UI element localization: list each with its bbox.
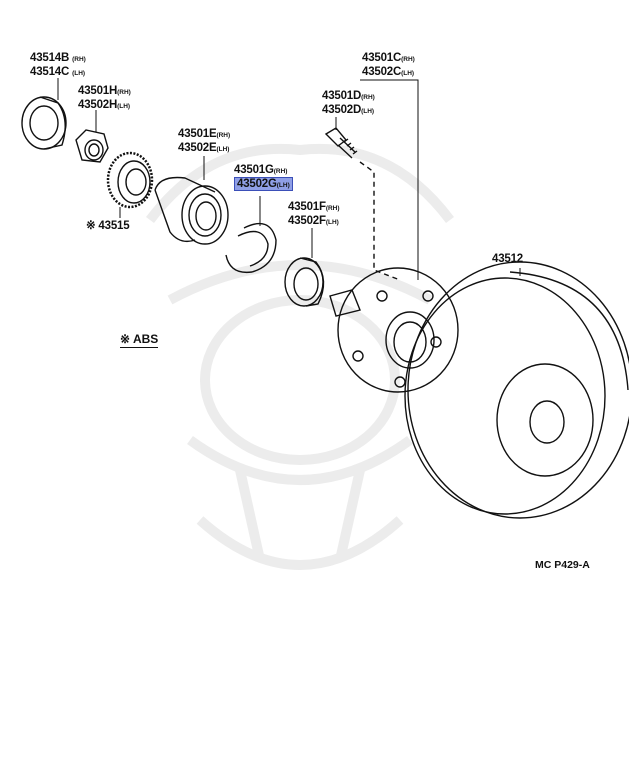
label-43501f: 43501F(RH) 43502F(LH) — [288, 201, 340, 227]
highlighted-part-43502g[interactable]: 43502G(LH) — [234, 177, 293, 191]
snap-ring-43501g — [225, 222, 277, 274]
label-43501c: 43501C(RH) 43502C(LH) — [362, 52, 415, 78]
label-43514: 43514B (RH) 43514C (LH) — [30, 52, 86, 78]
bolt-path-line — [359, 161, 401, 281]
abs-note: ※ ABS — [120, 332, 159, 348]
label-43512: 43512 — [492, 253, 523, 265]
label-43501e: 43501E(RH) 43502E(LH) — [178, 128, 231, 154]
figure-code: MC P429-A — [535, 559, 590, 571]
nut-43501h — [75, 129, 109, 163]
label-43501g: 43501G(RH) 43502G(LH) — [234, 164, 293, 192]
label-43501h: 43501H(RH) 43502H(LH) — [78, 85, 131, 111]
sensor-rotor-43515 — [106, 151, 154, 209]
oil-seal-43501f — [284, 257, 325, 307]
label-43501d: 43501D(RH) 43502D(LH) — [322, 90, 375, 116]
leader-lines — [57, 78, 521, 280]
hub-bolt-43501d — [324, 127, 358, 159]
label-43515: ※ 43515 — [86, 220, 130, 232]
disc-rotor-43512 — [404, 261, 629, 519]
oil-seal-43514 — [21, 96, 67, 150]
bearing-43501e — [154, 176, 229, 245]
